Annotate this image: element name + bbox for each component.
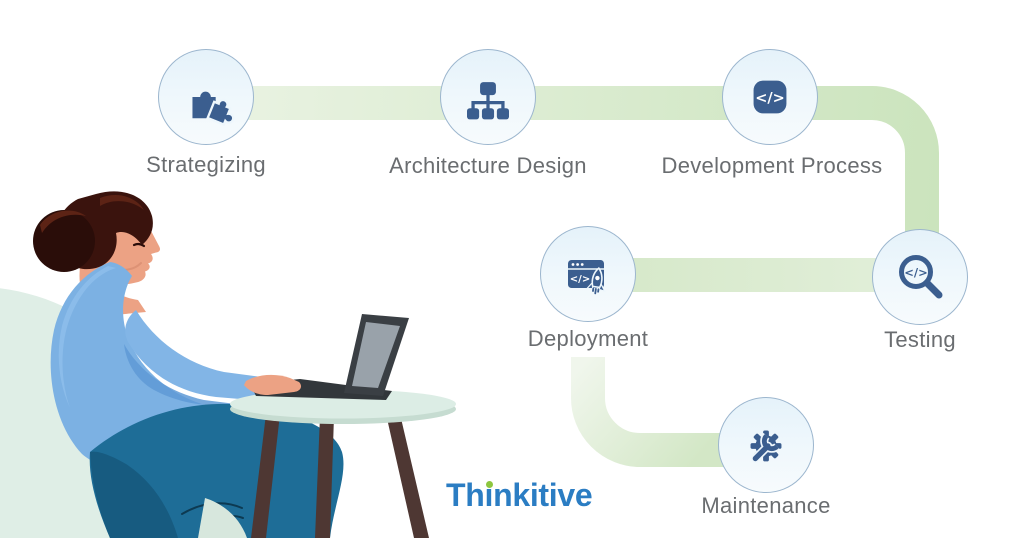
step-label-architecture-design: Architecture Design	[389, 153, 587, 178]
band-deployment-to-maintenance	[571, 357, 766, 467]
gear-wrench-icon	[750, 430, 782, 463]
step-label-maintenance: Maintenance	[701, 493, 831, 518]
code-search-icon: </>	[899, 255, 943, 299]
step-label-strategizing: Strategizing	[146, 152, 266, 177]
laptop	[244, 314, 409, 400]
step-label-testing: Testing	[884, 327, 956, 352]
woman-working-illustration	[0, 191, 456, 538]
chair-front-wedge	[198, 498, 247, 538]
logo-text-part1: Th	[446, 477, 485, 513]
step-circle-development-process: </>	[722, 49, 818, 145]
logo-i-dot	[485, 481, 493, 488]
logo-i-char: ı	[484, 477, 494, 513]
step-label-deployment: Deployment	[527, 326, 649, 351]
logo-text-part2: nkitive	[493, 477, 593, 513]
step-circle-architecture-design	[440, 49, 536, 145]
band-strategizing-to-testing	[206, 86, 939, 278]
code-glyph: </>	[755, 90, 785, 106]
puzzle-icon	[192, 91, 235, 126]
step-circle-maintenance	[718, 397, 814, 493]
code-glyph: </>	[570, 274, 590, 285]
step-circle-testing: </>	[872, 229, 968, 325]
step-circle-strategizing	[158, 49, 254, 145]
hair-bun	[33, 191, 153, 272]
side-table	[230, 389, 456, 538]
rocket	[585, 266, 606, 295]
table-leg-middle	[315, 416, 334, 538]
hand	[244, 374, 302, 395]
code-glyph: </>	[904, 266, 927, 280]
table-leg-right	[386, 414, 429, 538]
laptop-screen	[352, 322, 400, 388]
eye	[132, 242, 146, 248]
step-circle-deployment: </>	[540, 226, 636, 322]
sitemap-icon	[467, 82, 509, 120]
code-icon: </>	[753, 80, 787, 114]
rocket-browser-icon: </>	[568, 260, 606, 295]
arm	[125, 310, 279, 401]
table-leg-left	[251, 414, 280, 538]
step-label-development-process: Development Process	[661, 153, 883, 178]
